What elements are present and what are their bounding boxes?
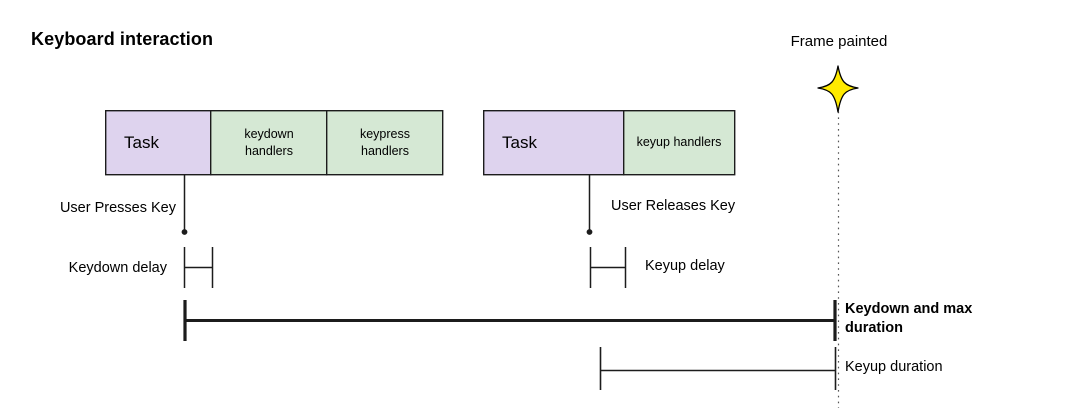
release-event-dot xyxy=(586,229,593,235)
keydown-handlers-box-fill xyxy=(209,109,328,176)
keydown-handlers-box: keydown handlers xyxy=(211,110,327,175)
page-title: Keyboard interaction xyxy=(31,29,214,49)
press-event-dot xyxy=(181,229,188,235)
keyup-duration-label: Keyup duration xyxy=(845,359,943,375)
task-box-1: Task xyxy=(105,110,211,175)
four-point-star-icon xyxy=(817,65,859,113)
task-box-1-label: Task xyxy=(124,132,159,152)
keyup-handlers-label: keyup handlers xyxy=(636,135,722,150)
task-box-2-label: Task xyxy=(502,132,537,152)
keydown-max-duration-label: Keydown and max duration xyxy=(845,301,973,336)
task-box-2-fill xyxy=(483,109,625,176)
keypress-handlers-label: keypress handlers xyxy=(359,127,411,158)
keyup-handlers-box-fill xyxy=(623,109,736,176)
frame-painted-label: Frame painted xyxy=(790,33,888,50)
press-event-label: User Presses Key xyxy=(59,200,176,216)
keypress-handlers-box: keypress handlers xyxy=(327,110,443,175)
release-event-label: User Releases Key xyxy=(611,198,736,214)
keypress-handlers-box-fill xyxy=(326,109,444,176)
task-box-2: Task xyxy=(483,110,623,175)
task-box-1-fill xyxy=(104,109,212,176)
keyup-delay-label: Keyup delay xyxy=(645,258,725,274)
keydown-delay-label: Keydown delay xyxy=(68,260,167,276)
keyup-handlers-box: keyup handlers xyxy=(623,110,735,175)
keydown-handlers-label: keydown handlers xyxy=(244,127,294,158)
